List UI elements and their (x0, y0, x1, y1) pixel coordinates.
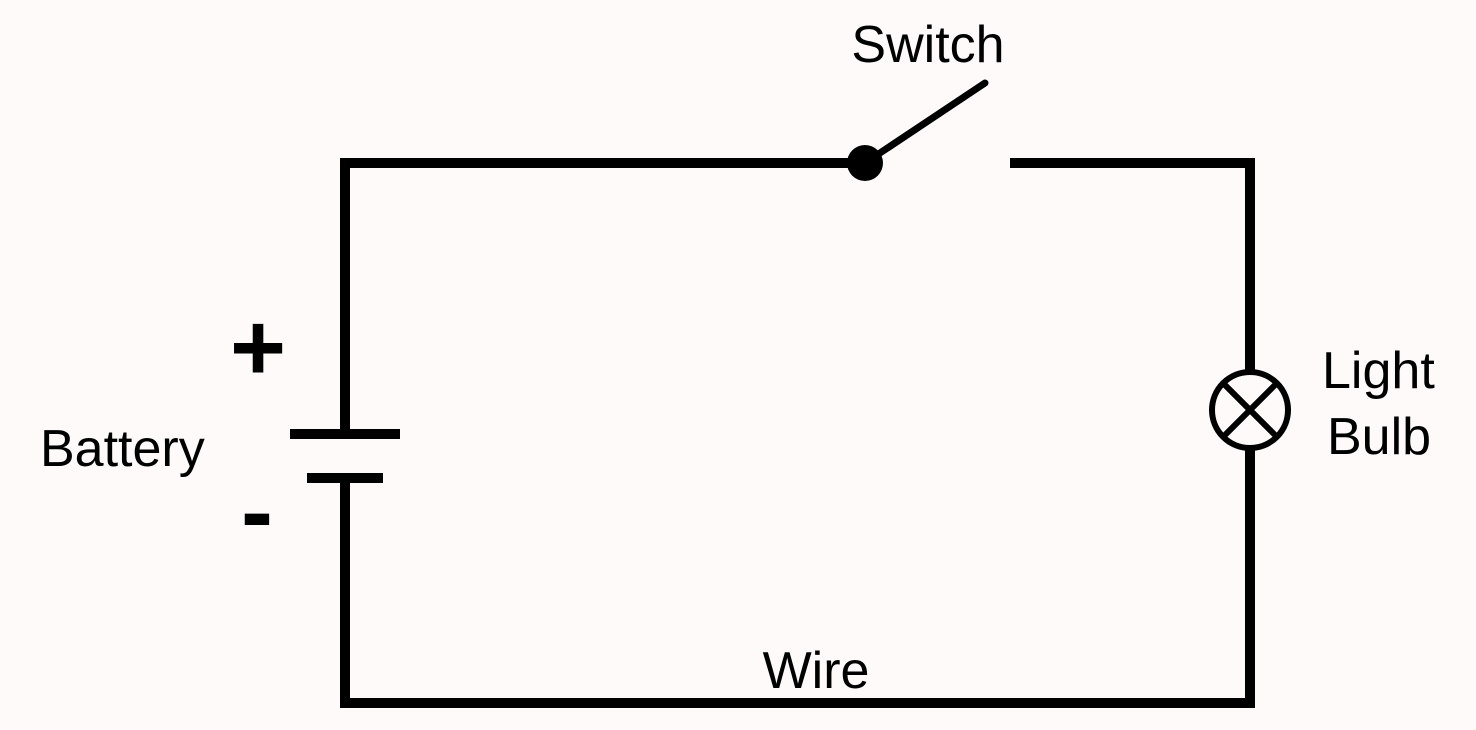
light-bulb-symbol (1209, 369, 1291, 451)
circuit-wires (340, 158, 1255, 708)
light-bulb-label-line2: Bulb (1327, 408, 1431, 466)
battery-minus-sign: - (241, 458, 273, 565)
light-bulb-label-line1: Light (1322, 342, 1435, 400)
battery-symbol (290, 429, 400, 483)
wire-label: Wire (763, 642, 870, 700)
battery-plus-sign: + (230, 294, 286, 401)
switch-symbol (847, 79, 989, 181)
switch-pivot (847, 145, 883, 181)
wire-top-right (1010, 158, 1255, 370)
wire-bottom (340, 450, 1255, 708)
switch-label: Switch (851, 16, 1004, 74)
bulb-cross-b (1220, 380, 1280, 440)
switch-lever (861, 79, 989, 167)
wire-top-left (340, 158, 865, 432)
battery-label: Battery (40, 420, 205, 478)
